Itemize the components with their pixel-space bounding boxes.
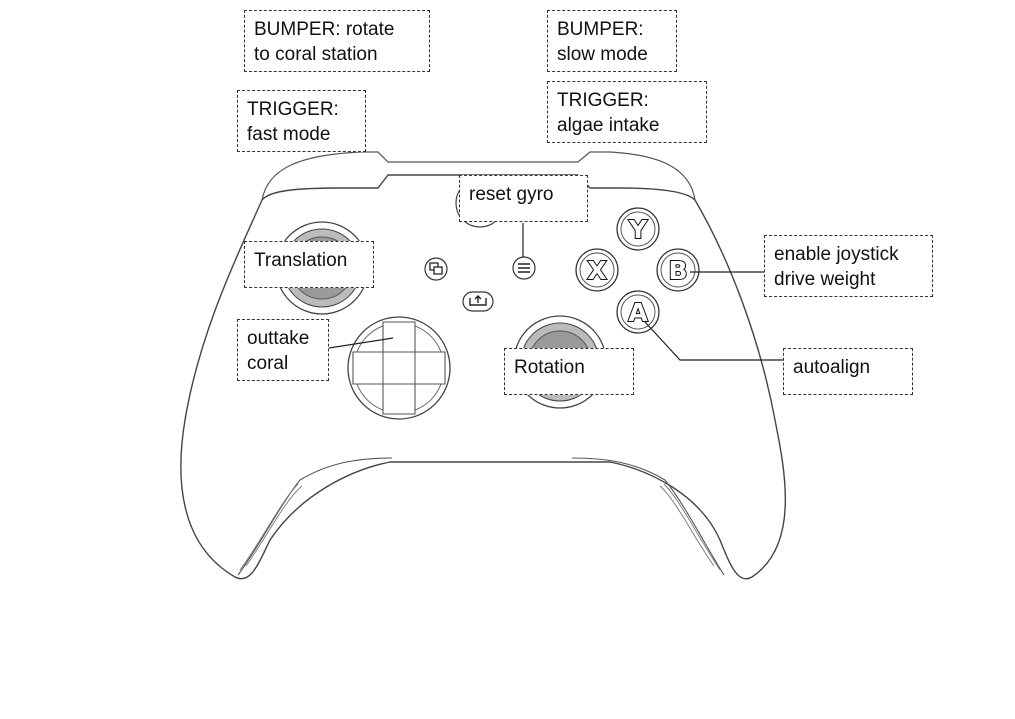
label-left-trigger-line-2: fast mode [247, 124, 331, 145]
a-button-glyph: A [628, 298, 648, 327]
label-b-button-line-2: drive weight [774, 269, 876, 290]
label-dpad-line-2: coral [247, 353, 289, 374]
label-dpad-line-1: outtake [247, 328, 310, 349]
label-left-stick: Translation [244, 241, 374, 288]
left-grip-line [237, 457, 393, 576]
label-right-trigger-line-1: TRIGGER: [557, 90, 649, 111]
a-button[interactable]: A [616, 290, 660, 334]
label-dpad: outtake coral [237, 319, 329, 381]
y-button-glyph: Y [628, 215, 648, 244]
x-button-glyph: X [587, 256, 606, 285]
left-grip-hatch [239, 483, 303, 571]
y-button[interactable]: Y [616, 207, 660, 251]
right-grip-line [571, 457, 725, 576]
label-left-trigger-line-1: TRIGGER: [247, 99, 339, 120]
label-a-button-text: autoalign [793, 357, 871, 378]
label-right-bumper-line-1: BUMPER: [557, 19, 644, 40]
b-button[interactable]: B [656, 248, 700, 292]
label-b-button: enable joystick drive weight [764, 235, 933, 297]
label-right-trigger: TRIGGER: algae intake [547, 81, 707, 143]
label-right-bumper: BUMPER: slow mode [547, 10, 677, 72]
leader-line-a-button [644, 321, 783, 361]
label-left-stick-text: Translation [254, 250, 348, 271]
dpad[interactable] [347, 316, 451, 420]
label-left-trigger: TRIGGER: fast mode [237, 90, 366, 152]
label-right-bumper-line-2: slow mode [557, 44, 648, 65]
label-right-trigger-line-2: algae intake [557, 115, 660, 136]
x-button[interactable]: X [575, 248, 619, 292]
b-button-glyph: B [668, 256, 687, 285]
label-menu-button: reset gyro [459, 175, 588, 222]
label-right-stick-text: Rotation [514, 357, 585, 378]
label-right-stick: Rotation [504, 348, 634, 395]
view-button[interactable] [424, 257, 448, 281]
label-menu-button-text: reset gyro [469, 184, 554, 205]
label-left-bumper-line-1: BUMPER: rotate [254, 19, 395, 40]
label-a-button: autoalign [783, 348, 913, 395]
label-left-bumper-line-2: to coral station [254, 44, 378, 65]
label-b-button-line-1: enable joystick [774, 244, 899, 265]
share-button[interactable] [462, 291, 494, 312]
right-grip-hatch [659, 483, 721, 571]
menu-button[interactable] [512, 256, 536, 280]
leader-line-dpad [328, 337, 394, 349]
label-left-bumper: BUMPER: rotate to coral station [244, 10, 430, 72]
controller-shoulders [261, 151, 696, 201]
